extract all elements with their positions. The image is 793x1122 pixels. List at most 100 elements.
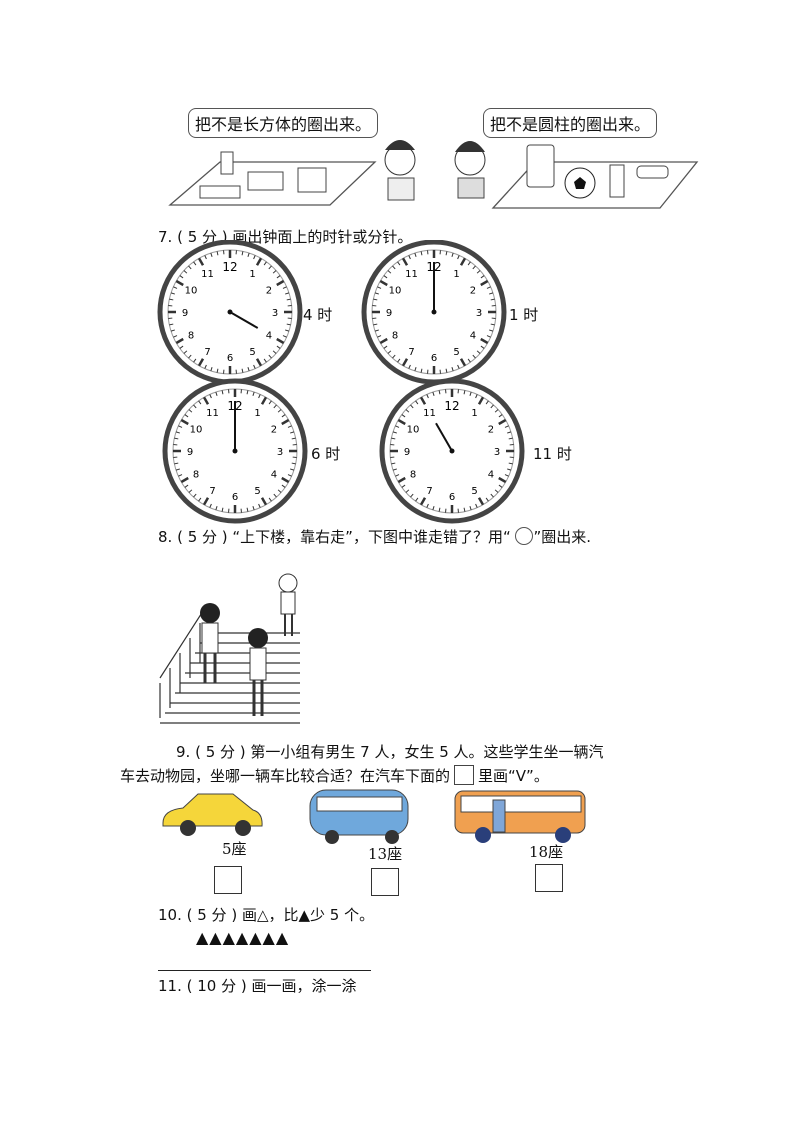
clock-number: 4 <box>271 470 277 481</box>
clock-number: 10 <box>190 425 203 436</box>
clock-number: 7 <box>408 347 414 358</box>
clock-number: 10 <box>407 425 420 436</box>
clock-tick <box>285 329 290 332</box>
clock-tick <box>169 323 174 326</box>
clock-tick <box>377 335 382 338</box>
clock-tick <box>451 367 454 372</box>
clock-tick <box>392 354 396 359</box>
q8-text-a: 8. ( 5 分 ) “上下楼，靠右走”，下图中谁走错了？用“ <box>158 528 516 546</box>
clock-number: 12 <box>444 399 459 413</box>
clock-tick <box>489 329 494 332</box>
clock-number: 6 <box>232 492 238 503</box>
clock-tick <box>282 286 287 289</box>
clock-number: 6 <box>449 492 455 503</box>
stairs-illustration <box>159 573 300 724</box>
q9-line1: 9. ( 5 分 ) 第一小组有男生 7 人，女生 5 人。这些学生坐一辆汽 <box>176 743 604 761</box>
speech-bubble-left: 把不是长方体的圈出来。 <box>188 108 379 138</box>
clock-tick <box>241 368 244 373</box>
clock-tick <box>209 394 212 399</box>
clock-number: 12 <box>222 260 237 274</box>
clock-tick <box>276 279 285 287</box>
clock-tick <box>175 337 184 345</box>
clock-tick <box>472 265 476 270</box>
clock-tick <box>494 489 499 493</box>
clock-tick <box>188 409 193 413</box>
clock-number: 11 <box>423 408 436 419</box>
clock-center <box>227 309 233 315</box>
clock-tick <box>467 261 471 266</box>
clock-tick <box>198 497 202 502</box>
clock-tick <box>420 251 423 256</box>
clock-number: 6 <box>431 353 437 364</box>
clock-tick <box>170 329 175 332</box>
clock-number: 8 <box>188 331 194 342</box>
clock-tick <box>414 252 417 257</box>
clock-tick <box>414 367 417 372</box>
clock-tick <box>391 462 396 465</box>
clock-tick <box>281 418 290 426</box>
clock-tick <box>490 493 494 498</box>
clock-tick <box>486 335 491 338</box>
clock-tick <box>383 275 388 279</box>
clock-tick <box>498 484 503 488</box>
clock-tick <box>377 286 382 289</box>
clock-tick <box>221 390 224 395</box>
clock-tick <box>268 354 272 359</box>
clock-tick <box>392 431 397 434</box>
answer-line[interactable] <box>158 970 371 971</box>
clock-tick <box>193 261 197 266</box>
answer-box-bus[interactable] <box>535 864 563 892</box>
clock-tick <box>198 400 202 405</box>
clock-tick <box>387 350 392 354</box>
clock-tick <box>286 298 291 301</box>
clock-tick <box>401 414 406 418</box>
clock-number: 3 <box>277 447 283 458</box>
clock-tick <box>281 484 286 488</box>
clock-tick <box>255 358 263 367</box>
clock-tick <box>281 414 286 418</box>
clock-center <box>431 309 437 315</box>
clock-tick <box>459 358 467 367</box>
clock-tick <box>180 476 189 484</box>
clock-tick <box>215 506 218 511</box>
clock-tick <box>383 345 388 349</box>
clock-tick <box>410 404 414 409</box>
clock-tick <box>215 391 218 396</box>
q8-text-b: ”圈出来. <box>533 528 592 546</box>
q6-illustration <box>168 140 699 209</box>
clock-tick <box>180 418 189 426</box>
clock-tick <box>277 409 282 413</box>
clock-tick <box>241 251 244 256</box>
clock-tick <box>508 437 513 440</box>
clock-tick <box>426 503 429 508</box>
clock-tick <box>247 252 250 257</box>
clock-tick <box>255 257 263 266</box>
clock-tick <box>247 367 250 372</box>
clock-tick <box>498 418 507 426</box>
clock-tick <box>379 337 388 345</box>
clock-tick <box>253 364 256 369</box>
clock-tick <box>397 476 406 484</box>
clock-tick <box>173 335 178 338</box>
circle-icon <box>515 527 534 545</box>
clock-tick <box>485 400 489 405</box>
q9-line2a: 车去动物园，坐哪一辆车比较合适？在汽车下面的 <box>120 767 451 785</box>
answer-box-minibus[interactable] <box>371 868 399 896</box>
clock-number: 8 <box>193 470 199 481</box>
clock-number: 3 <box>476 308 482 319</box>
clock-number: 9 <box>187 447 193 458</box>
clock-center <box>449 448 455 454</box>
clock-tick <box>373 323 378 326</box>
clock-tick <box>276 345 281 349</box>
clock-tick <box>277 489 282 493</box>
clock-tick <box>179 275 184 279</box>
clock-tick <box>401 358 409 367</box>
clock-number: 8 <box>410 470 416 481</box>
clock-tick <box>410 493 414 498</box>
clock-tick <box>178 474 183 477</box>
answer-box-car[interactable] <box>214 866 242 894</box>
clock-tick <box>204 364 207 369</box>
clock-tick <box>179 345 184 349</box>
clock-tick <box>463 507 466 512</box>
